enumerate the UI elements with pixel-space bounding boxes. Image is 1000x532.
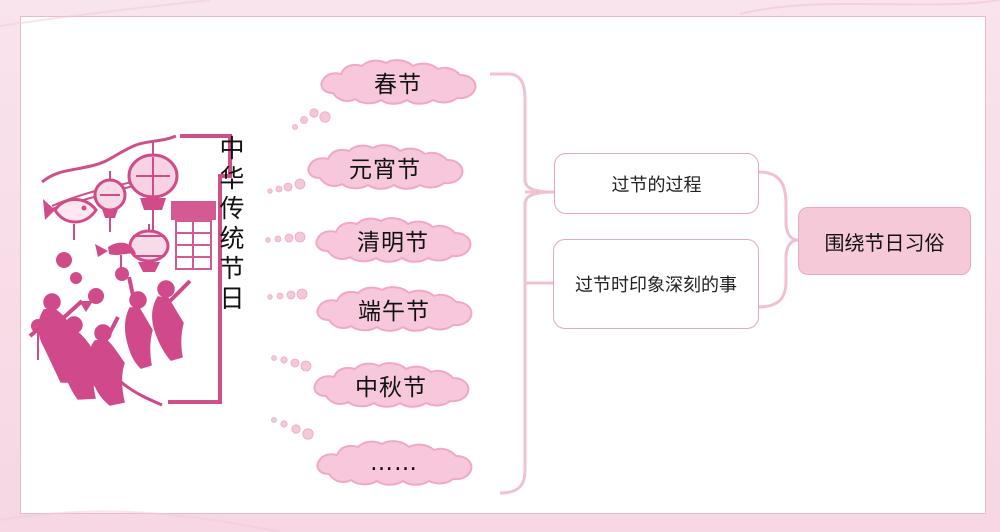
festival-label-spring: 春节 (374, 72, 422, 98)
lantern-large (127, 140, 179, 230)
cloud-shape (316, 286, 473, 332)
main-topic-label: 围绕节日习俗 (824, 230, 945, 255)
fish-lantern (43, 198, 98, 240)
lantern-small (93, 171, 127, 232)
connector-dots (265, 108, 331, 440)
vertical-title-char-4: 统 (219, 224, 245, 253)
cloud-shape (313, 362, 470, 408)
middle-label-memorable: 过节时印象深刻的事 (575, 275, 737, 296)
tiny-lanterns (31, 252, 129, 360)
festival-cloud-more: …… (311, 439, 477, 487)
cloud-shape (315, 217, 472, 263)
cloud-shape (316, 440, 473, 486)
festival-cloud-spring: 春节 (315, 58, 481, 106)
festival-label-lantern: 元宵节 (349, 157, 421, 183)
vertical-title: 中 华 传 统 节 日 (219, 134, 245, 313)
bird-lantern (95, 242, 136, 270)
middle-box-memorable: 过节时印象深刻的事 (553, 239, 759, 329)
round-lantern (128, 224, 170, 272)
vertical-title-char-2: 华 (219, 164, 245, 193)
cloud-shape (307, 144, 464, 190)
people-silhouettes (28, 276, 192, 407)
festival-cloud-qingming: 清明节 (310, 216, 476, 264)
middle-box-process: 过节的过程 (554, 153, 759, 214)
main-topic-box: 围绕节日习俗 (798, 207, 971, 275)
festival-cloud-lantern: 元宵节 (302, 143, 468, 191)
vertical-title-char-5: 节 (219, 254, 245, 283)
festival-cloud-mid-autumn: 中秋节 (308, 361, 474, 409)
vertical-title-char-3: 传 (219, 194, 245, 223)
festival-label-qingming: 清明节 (357, 230, 429, 256)
festival-cloud-dragon-boat: 端午节 (311, 285, 477, 333)
topic-bracket-line (757, 170, 799, 309)
festival-label-dragon-boat: 端午节 (358, 299, 430, 325)
cloud-shape (320, 59, 477, 105)
festival-label-more: …… (370, 450, 418, 476)
traditional-festival-illustration (28, 134, 232, 407)
vertical-title-char-6: 日 (219, 284, 245, 313)
middle-label-process: 过节的过程 (611, 174, 702, 196)
festival-label-mid-autumn: 中秋节 (355, 375, 427, 401)
vertical-title-char-1: 中 (219, 134, 245, 163)
